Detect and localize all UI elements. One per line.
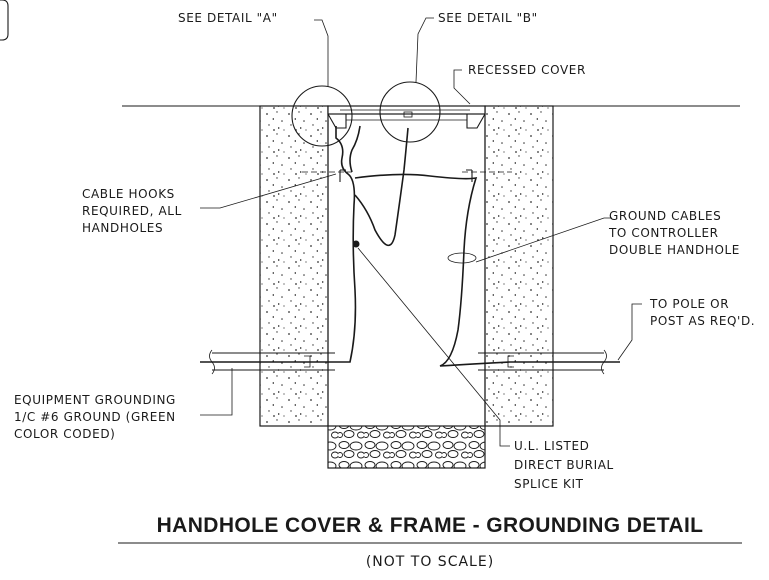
callout-detail-b: SEE DETAIL "B" — [438, 11, 538, 25]
callout-cable-hooks: CABLE HOOKS REQUIRED, ALL HANDHOLES — [82, 187, 182, 235]
ground-cables — [200, 125, 620, 367]
left-concrete-wall — [259, 105, 329, 427]
callout-recessed-cover: RECESSED COVER — [468, 63, 586, 77]
cable-hooks — [302, 169, 512, 182]
splice-kit-line-1: U.L. LISTED — [514, 439, 590, 453]
gravel-base — [327, 425, 486, 469]
callout-to-pole: TO POLE OR POST AS REQ'D. — [649, 297, 755, 328]
splice-kit-line-2: DIRECT BURIAL — [514, 458, 614, 472]
right-concrete-wall — [484, 105, 554, 427]
ground-cables-line-1: GROUND CABLES — [609, 209, 721, 223]
ground-cables-line-2: TO CONTROLLER — [608, 226, 719, 240]
detail-a-circle — [291, 85, 353, 147]
equipment-grounding-line-2: 1/C #6 GROUND (GREEN — [14, 410, 176, 424]
callout-equipment-grounding: EQUIPMENT GROUNDING 1/C #6 GROUND (GREEN… — [14, 393, 176, 441]
equipment-grounding-line-1: EQUIPMENT GROUNDING — [14, 393, 176, 407]
splice-kit-marker — [352, 240, 360, 248]
splice-kit-line-3: SPLICE KIT — [514, 477, 584, 491]
equipment-grounding-line-3: COLOR CODED) — [14, 427, 115, 441]
cable-hooks-line-3: HANDHOLES — [82, 221, 163, 235]
recessed-cover — [327, 105, 486, 129]
leader-lines — [200, 17, 642, 447]
frame-corner — [0, 0, 9, 41]
cable-bundle-marker — [447, 252, 477, 264]
to-pole-line-1: TO POLE OR — [649, 297, 729, 311]
drawing-title: HANDHOLE COVER & FRAME - GROUNDING DETAI… — [157, 514, 704, 537]
cable-hooks-line-2: REQUIRED, ALL — [82, 204, 182, 218]
left-conduit — [209, 349, 335, 375]
ground-cables-line-3: DOUBLE HANDHOLE — [609, 243, 740, 257]
detail-b-circle — [379, 81, 441, 143]
callout-splice-kit: U.L. LISTED DIRECT BURIAL SPLICE KIT — [514, 439, 614, 491]
to-pole-line-2: POST AS REQ'D. — [650, 314, 755, 328]
callout-ground-cables: GROUND CABLES TO CONTROLLER DOUBLE HANDH… — [608, 209, 740, 257]
drawing-subtitle: (NOT TO SCALE) — [366, 554, 494, 570]
cable-hooks-line-1: CABLE HOOKS — [82, 187, 175, 201]
callout-detail-a: SEE DETAIL "A" — [178, 11, 278, 25]
